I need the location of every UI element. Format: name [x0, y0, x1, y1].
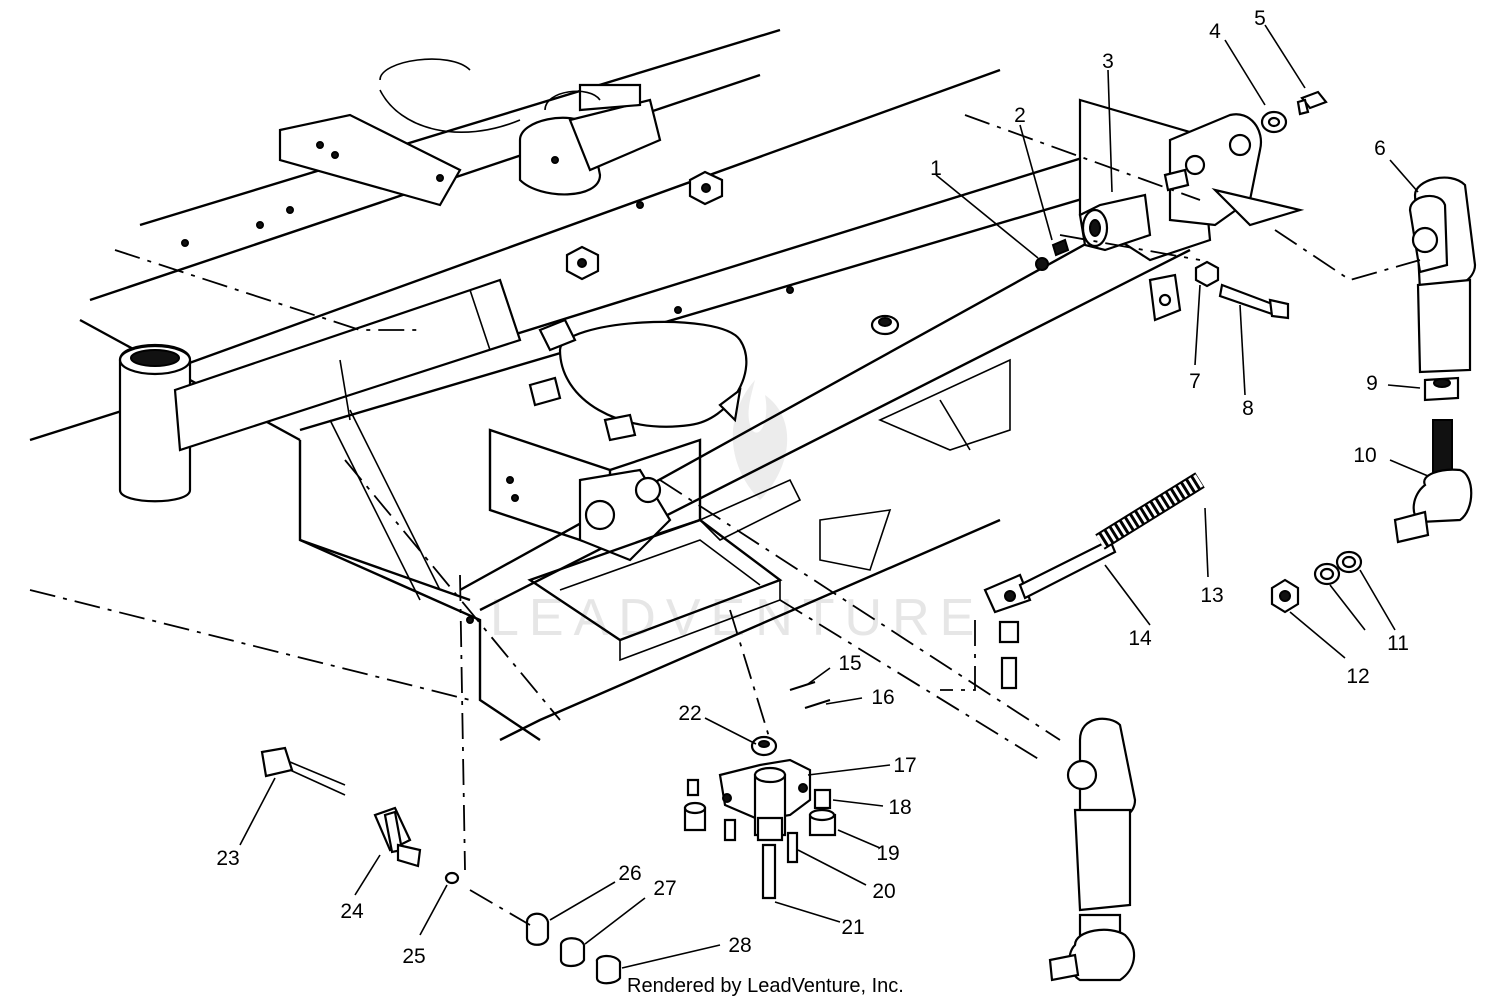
watermark-text: LEADVENTURE	[490, 589, 984, 647]
callout-20: 20	[872, 880, 895, 903]
callout-3: 3	[1102, 50, 1114, 73]
watermark: LEADVENTURE	[490, 380, 984, 647]
callout-26: 26	[618, 862, 641, 885]
render-credit: Rendered by LeadVenture, Inc.	[627, 975, 904, 997]
callout-7: 7	[1189, 370, 1201, 393]
callout-4: 4	[1209, 20, 1221, 43]
callout-21: 21	[841, 916, 864, 939]
callout-19: 19	[876, 842, 899, 865]
spring-rod-assembly	[983, 472, 1205, 690]
callout-11: 11	[1387, 632, 1409, 655]
callout-27: 27	[653, 877, 676, 900]
lower-tie-rod-assembly	[1048, 717, 1137, 982]
mower-deck-frame	[29, 28, 1191, 742]
callout-18: 18	[888, 796, 911, 819]
upper-tie-rod-assembly	[1270, 176, 1477, 614]
callout-17: 17	[893, 754, 916, 777]
callout-24: 24	[340, 900, 364, 923]
alignment-lines	[29, 114, 1421, 926]
callout-23: 23	[216, 847, 239, 870]
callout-9: 9	[1366, 372, 1378, 395]
switch-assembly	[260, 746, 622, 985]
callout-16: 16	[871, 686, 894, 709]
callout-15: 15	[838, 652, 861, 675]
callout-13: 13	[1200, 584, 1223, 607]
callout-22: 22	[678, 702, 701, 725]
callout-1: 1	[930, 157, 942, 180]
callout-5: 5	[1254, 7, 1266, 30]
callout-12: 12	[1346, 665, 1369, 688]
callout-labels: 1 2 3 4 5 6 7 8 9 10 11 12 13 14 15 16 2…	[216, 7, 1409, 968]
pivot-assembly	[683, 681, 837, 900]
callout-6: 6	[1374, 137, 1386, 160]
lift-bracket-assembly	[1035, 90, 1328, 322]
callout-10: 10	[1353, 444, 1376, 467]
callout-28: 28	[728, 934, 751, 957]
callout-2: 2	[1014, 104, 1026, 127]
callout-14: 14	[1128, 627, 1152, 650]
callout-25: 25	[402, 945, 425, 968]
callout-8: 8	[1242, 397, 1254, 420]
leader-lines	[239, 24, 1429, 969]
